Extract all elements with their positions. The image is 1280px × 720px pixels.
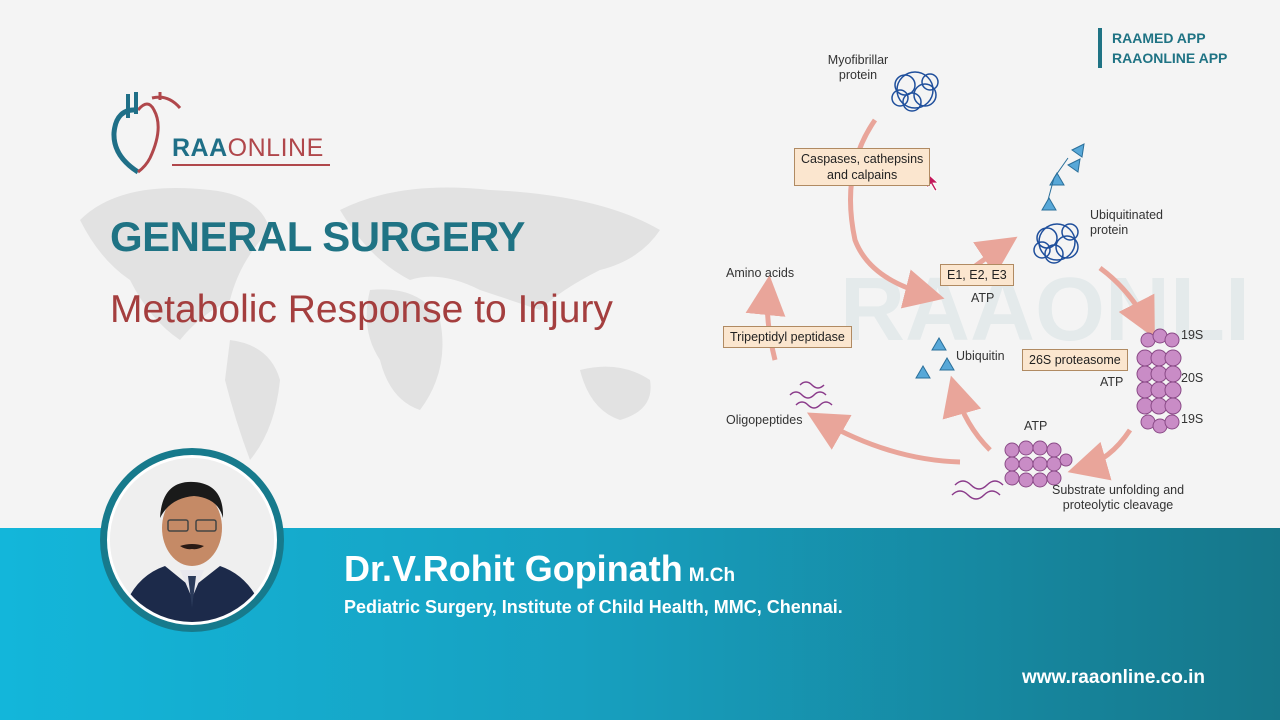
- course-title: GENERAL SURGERY: [110, 213, 525, 260]
- peptide-squiggles: [789, 381, 1004, 500]
- raaonline-app-label: RAAONLINE APP: [1112, 50, 1228, 66]
- substrate-label: Substrate unfolding and proteolytic clea…: [1052, 483, 1184, 513]
- oligopeptides-label: Oligopeptides: [726, 413, 803, 427]
- presenter-avatar: [107, 455, 277, 625]
- proteolysis-diagram: RAAONLI: [690, 40, 1250, 530]
- raamed-app-label: RAAMED APP: [1112, 30, 1206, 46]
- world-map-icon: [80, 187, 660, 460]
- atp-label-3: ATP: [1024, 419, 1048, 433]
- website-url[interactable]: www.raaonline.co.in: [1022, 667, 1205, 688]
- raaonline-logo: RAAONLINE: [108, 88, 338, 178]
- ubiquitinated-protein-shape: [1033, 223, 1079, 264]
- atp-label-1: ATP: [971, 291, 995, 305]
- subunit-19s-bottom: 19S: [1181, 412, 1204, 426]
- substrate-line1: Substrate unfolding and: [1052, 483, 1185, 497]
- enzymes-box: E1, E2, E3: [940, 264, 1014, 286]
- subunit-19s-top: 19S: [1181, 328, 1204, 342]
- atp-label-2: ATP: [1100, 375, 1124, 389]
- ubiquitinated-line1: Ubiquitinated: [1090, 208, 1163, 222]
- proteasome-box: 26S proteasome: [1022, 349, 1128, 371]
- myofibrillar-label: Myofibrillar protein: [818, 53, 898, 83]
- proteasome-26s-shape: [1136, 328, 1182, 434]
- heart-logo-icon: [111, 92, 182, 175]
- proteasome-bottom-shape: [1004, 440, 1073, 488]
- logo-text-raa: RAA: [172, 134, 228, 162]
- presenter-photo-icon: [110, 458, 274, 622]
- caspases-line2: and calpains: [827, 168, 898, 182]
- presenter-affiliation: Pediatric Surgery, Institute of Child He…: [344, 597, 843, 617]
- diagram-watermark-text: RAAONLI: [840, 260, 1250, 360]
- ubiquitin-label: Ubiquitin: [956, 349, 1005, 363]
- presenter-name: Dr.V.Rohit Gopinath: [344, 548, 683, 589]
- amino-acids-label: Amino acids: [726, 266, 795, 280]
- ubiquitinated-line2: protein: [1090, 223, 1129, 237]
- logo-text-online: ONLINE: [227, 134, 324, 162]
- tripeptidyl-box: Tripeptidyl peptidase: [723, 326, 852, 348]
- caspases-box: Caspases, cathepsins and calpains: [794, 148, 931, 186]
- ubiquitin-chain-shape: [1041, 143, 1085, 211]
- caspases-line1: Caspases, cathepsins: [801, 152, 924, 166]
- app-links: RAAMED APP RAAONLINE APP: [1098, 28, 1227, 68]
- substrate-line2: proteolytic cleavage: [1062, 498, 1174, 512]
- lecture-title: Metabolic Response to Injury: [110, 288, 613, 331]
- myofibrillar-label-line1: Myofibrillar: [827, 53, 889, 67]
- ubiquitinated-label: Ubiquitinated protein: [1090, 208, 1163, 238]
- myofibrillar-label-line2: protein: [838, 68, 878, 82]
- logo-underline: [172, 164, 330, 166]
- free-ubiquitin-shapes: [915, 337, 955, 379]
- presenter-degree: M.Ch: [688, 565, 736, 586]
- myofibrillar-protein-shape: [891, 71, 939, 112]
- subunit-20s: 20S: [1181, 371, 1204, 385]
